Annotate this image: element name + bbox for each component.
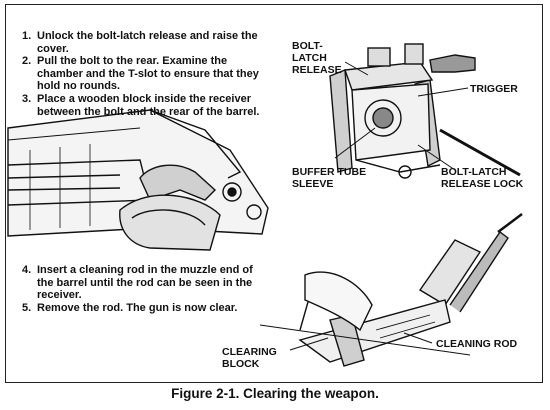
label-buffer-tube-sleeve: BUFFER TUBE SLEEVE xyxy=(292,166,367,190)
steps-list-bottom: 4.Insert a cleaning rod in the muzzle en… xyxy=(22,264,272,314)
label-cleaning-rod: CLEANING ROD xyxy=(436,338,518,350)
trigger-group-illustration xyxy=(329,43,521,179)
list-item: 3.Place a wooden block inside the receiv… xyxy=(22,92,260,118)
list-item: 4.Insert a cleaning rod in the muzzle en… xyxy=(22,264,253,302)
label-bolt-latch-release-lock: BOLT-LATCH RELEASE LOCK xyxy=(441,166,524,190)
label-clearing-block: CLEARING BLOCK xyxy=(222,346,277,370)
list-item: 2.Pull the bolt to the rear. Examine the… xyxy=(22,55,259,93)
list-item: 5.Remove the rod. The gun is now clear. xyxy=(22,301,238,314)
cleaning-rod-illustration xyxy=(259,213,523,367)
label-trigger: TRIGGER xyxy=(470,83,518,95)
label-bolt-latch-release: BOLT-LATCH RELEASE xyxy=(292,40,342,76)
list-item: 1.Unlock the bolt-latch release and rais… xyxy=(22,30,258,55)
figure-caption: Figure 2-1. Clearing the weapon. xyxy=(171,386,379,401)
figure-frame xyxy=(5,4,543,383)
receiver-illustration xyxy=(7,109,269,251)
steps-list-top: 1.Unlock the bolt-latch release and rais… xyxy=(22,30,274,118)
leader-lines xyxy=(289,61,469,351)
